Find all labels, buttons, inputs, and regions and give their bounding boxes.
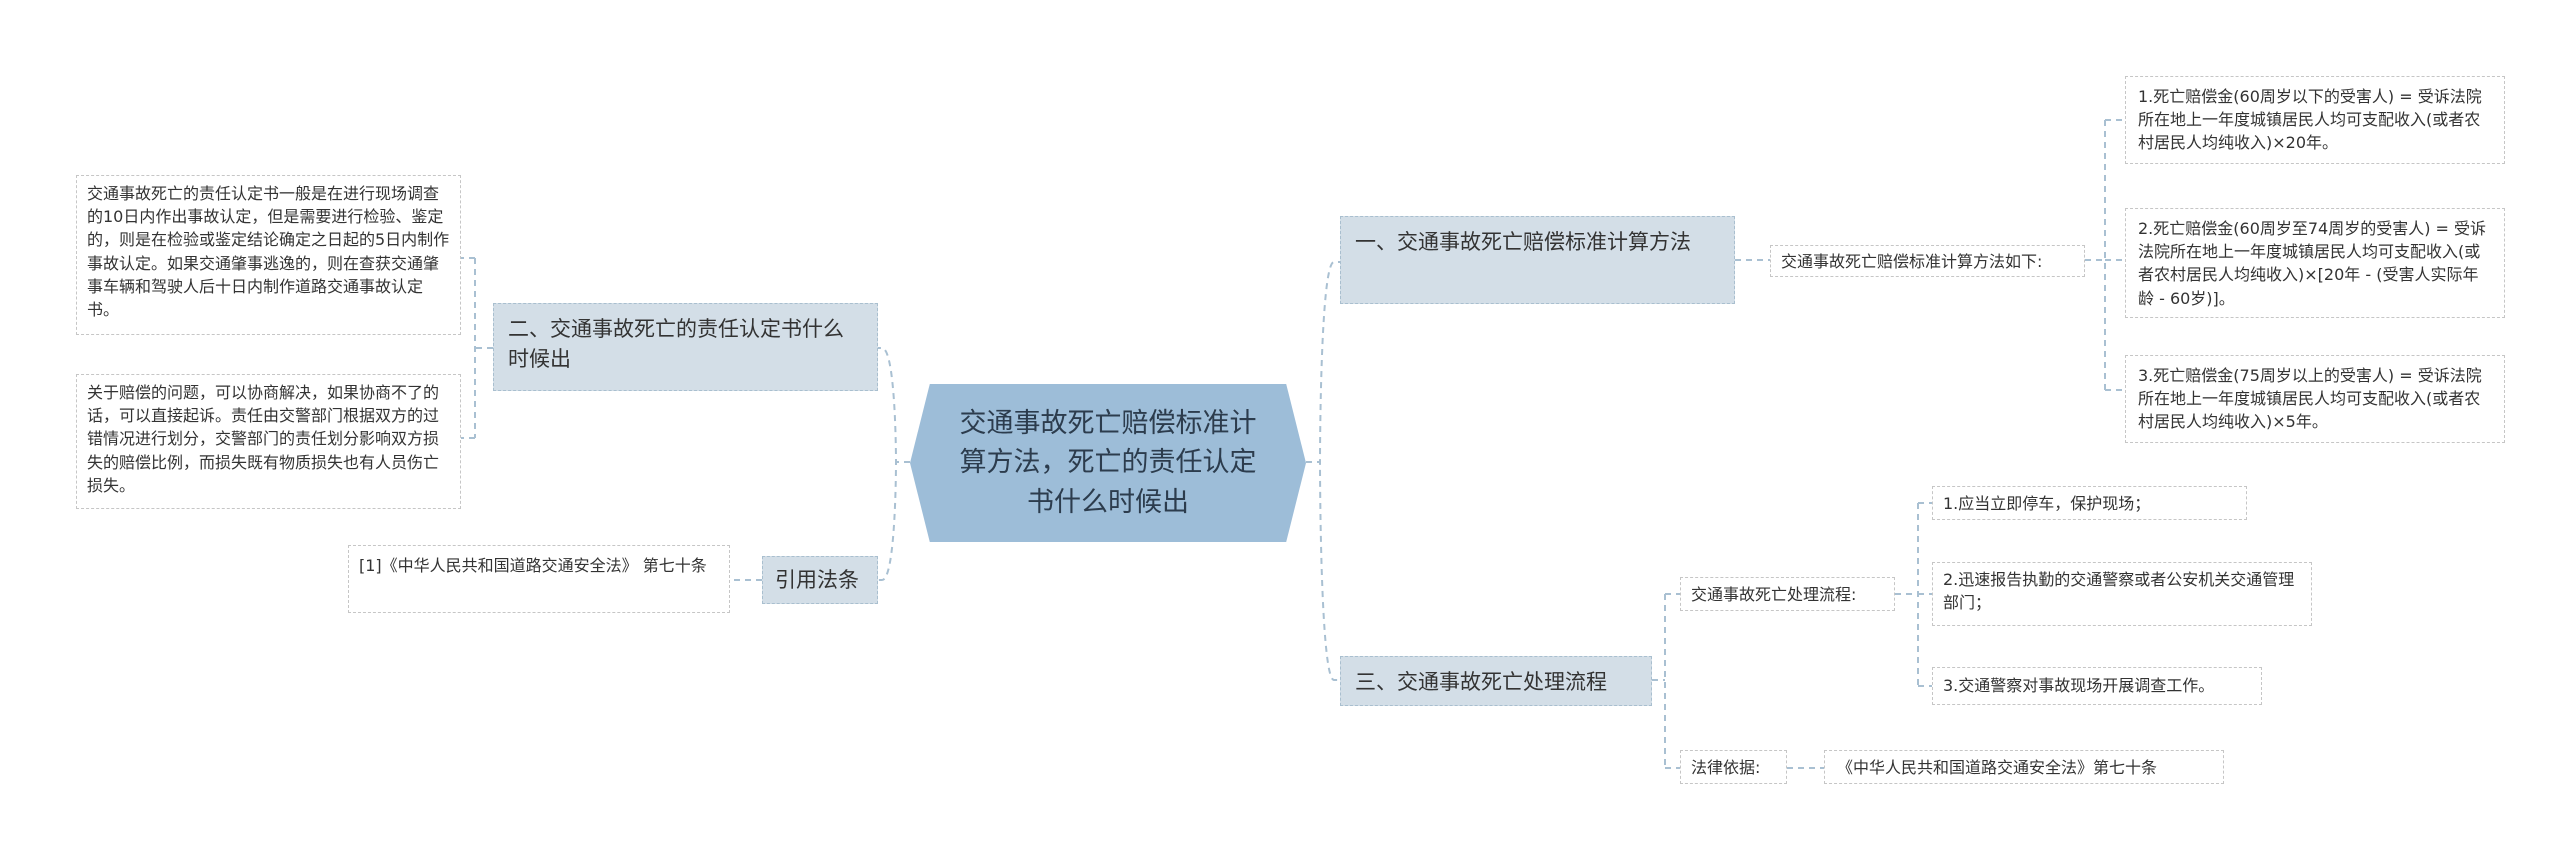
citation-item-label: [1]《中华人民共和国道路交通安全法》 第七十条 xyxy=(359,556,707,575)
connector-branch3-children xyxy=(1652,593,1680,769)
branch-handling-process[interactable]: 三、交通事故死亡处理流程 xyxy=(1340,656,1652,706)
connector-root-branch3 xyxy=(1306,461,1340,681)
calc-item-label: 1.死亡赔偿金(60周岁以下的受害人) = 受诉法院所在地上一年度城镇居民人均可… xyxy=(2138,87,2482,153)
liability-item-2[interactable]: 关于赔偿的问题，可以协商解决，如果协商不了的话，可以直接起诉。责任由交警部门根据… xyxy=(76,374,461,509)
connector-root-branch1 xyxy=(1306,261,1340,463)
root-topic-label: 交通事故死亡赔偿标准计算方法，死亡的责任认定书什么时候出 xyxy=(959,408,1257,518)
branch-citation[interactable]: 引用法条 xyxy=(762,556,878,604)
calc-item-60-74[interactable]: 2.死亡赔偿金(60周岁至74周岁的受害人) = 受诉法院所在地上一年度城镇居民… xyxy=(2125,208,2505,318)
law-basis-text: 《中华人民共和国道路交通安全法》第七十条 xyxy=(1837,758,2158,777)
branch-handling-process-label: 三、交通事故死亡处理流程 xyxy=(1355,670,1607,694)
process-step-label: 3.交通警察对事故现场开展调查工作。 xyxy=(1943,676,2215,695)
connector-root-citation xyxy=(878,461,910,581)
branch-liability-report-label: 二、交通事故死亡的责任认定书什么时候出 xyxy=(508,317,844,372)
branch-liability-report[interactable]: 二、交通事故死亡的责任认定书什么时候出 xyxy=(493,303,878,391)
branch-compensation-calc[interactable]: 一、交通事故死亡赔偿标准计算方法 xyxy=(1340,216,1735,304)
connector-process-items xyxy=(1895,502,1932,687)
process-label: 交通事故死亡处理流程: xyxy=(1691,585,1857,604)
calc-method-node[interactable]: 交通事故死亡赔偿标准计算方法如下: xyxy=(1770,245,2085,277)
branch-compensation-calc-label: 一、交通事故死亡赔偿标准计算方法 xyxy=(1355,230,1691,254)
liability-item-1[interactable]: 交通事故死亡的责任认定书一般是在进行现场调查的10日内作出事故认定，但是需要进行… xyxy=(76,175,461,335)
process-node[interactable]: 交通事故死亡处理流程: xyxy=(1680,577,1895,611)
law-basis-label: 法律依据: xyxy=(1691,758,1761,777)
process-step-1[interactable]: 1.应当立即停车，保护现场； xyxy=(1932,486,2247,520)
calc-item-over-75[interactable]: 3.死亡赔偿金(75周岁以上的受害人) = 受诉法院所在地上一年度城镇居民人均可… xyxy=(2125,355,2505,443)
calc-item-under-60[interactable]: 1.死亡赔偿金(60周岁以下的受害人) = 受诉法院所在地上一年度城镇居民人均可… xyxy=(2125,76,2505,164)
process-step-3[interactable]: 3.交通警察对事故现场开展调查工作。 xyxy=(1932,667,2262,705)
calc-method-label: 交通事故死亡赔偿标准计算方法如下: xyxy=(1781,252,2043,271)
liability-item-label: 关于赔偿的问题，可以协商解决，如果协商不了的话，可以直接起诉。责任由交警部门根据… xyxy=(87,383,440,495)
connector-sub-items xyxy=(2085,119,2125,391)
connector-branch2-items xyxy=(461,257,493,439)
law-basis-node[interactable]: 法律依据: xyxy=(1680,750,1787,784)
law-basis-text-node[interactable]: 《中华人民共和国道路交通安全法》第七十条 xyxy=(1824,750,2224,784)
liability-item-label: 交通事故死亡的责任认定书一般是在进行现场调查的10日内作出事故认定，但是需要进行… xyxy=(87,184,450,319)
calc-item-label: 3.死亡赔偿金(75周岁以上的受害人) = 受诉法院所在地上一年度城镇居民人均可… xyxy=(2138,366,2482,432)
root-topic[interactable]: 交通事故死亡赔偿标准计算方法，死亡的责任认定书什么时候出 xyxy=(910,384,1306,542)
branch-citation-label: 引用法条 xyxy=(775,568,859,592)
process-step-label: 2.迅速报告执勤的交通警察或者公安机关交通管理部门； xyxy=(1943,570,2295,613)
process-step-2[interactable]: 2.迅速报告执勤的交通警察或者公安机关交通管理部门； xyxy=(1932,562,2312,626)
process-step-label: 1.应当立即停车，保护现场； xyxy=(1943,494,2151,513)
calc-item-label: 2.死亡赔偿金(60周岁至74周岁的受害人) = 受诉法院所在地上一年度城镇居民… xyxy=(2138,219,2487,308)
citation-item[interactable]: [1]《中华人民共和国道路交通安全法》 第七十条 xyxy=(348,545,730,613)
connector-root-branch2 xyxy=(878,347,910,463)
